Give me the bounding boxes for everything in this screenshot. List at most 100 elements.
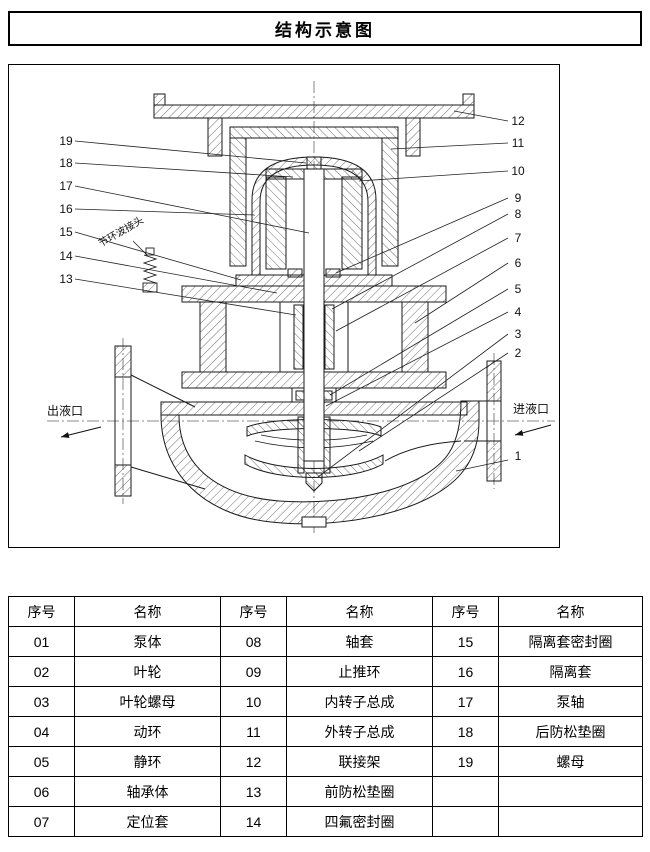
table-header-cell: 序号 bbox=[8, 596, 75, 627]
part-no: 04 bbox=[8, 716, 75, 747]
fitting-label: 节环波接头 bbox=[96, 213, 146, 249]
callout-15: 15 bbox=[59, 225, 73, 239]
outer-rotor bbox=[229, 126, 399, 267]
table-header-cell: 序号 bbox=[432, 596, 499, 627]
part-name bbox=[498, 776, 643, 807]
part-no: 15 bbox=[432, 626, 499, 657]
inlet-arrow-icon bbox=[514, 424, 552, 436]
shaft-nut bbox=[306, 156, 322, 170]
part-name: 隔离套 bbox=[498, 656, 643, 687]
part-no: 05 bbox=[8, 746, 75, 777]
table-header-cell: 名称 bbox=[286, 596, 433, 627]
part-name: 泵体 bbox=[74, 626, 221, 657]
callout-17: 17 bbox=[59, 179, 73, 193]
part-no: 11 bbox=[220, 716, 287, 747]
volute-casing bbox=[160, 400, 480, 528]
part-no: 18 bbox=[432, 716, 499, 747]
page-title: 结构示意图 bbox=[275, 21, 375, 40]
part-name: 轴套 bbox=[286, 626, 433, 657]
outlet-arrow-icon bbox=[60, 426, 102, 438]
part-name: 前防松垫圈 bbox=[286, 776, 433, 807]
part-name bbox=[498, 806, 643, 837]
table-header-cell: 名称 bbox=[498, 596, 643, 627]
part-no: 06 bbox=[8, 776, 75, 807]
threaded-fitting bbox=[142, 247, 158, 293]
callout-16: 16 bbox=[59, 202, 73, 216]
part-name: 隔离套密封圈 bbox=[498, 626, 643, 657]
part-name: 静环 bbox=[74, 746, 221, 777]
pump-body-parts bbox=[114, 93, 502, 528]
part-name: 外转子总成 bbox=[286, 716, 433, 747]
callout-8: 8 bbox=[515, 207, 522, 221]
pump-shaft bbox=[303, 168, 325, 462]
callout-5: 5 bbox=[515, 282, 522, 296]
callout-7: 7 bbox=[515, 231, 522, 245]
callout-4: 4 bbox=[515, 305, 522, 319]
callout-13: 13 bbox=[59, 272, 73, 286]
part-no: 13 bbox=[220, 776, 287, 807]
connecting-frame bbox=[153, 93, 475, 157]
table-header-cell: 名称 bbox=[74, 596, 221, 627]
thrust-ring bbox=[287, 268, 341, 278]
callout-11: 11 bbox=[512, 136, 525, 150]
part-name: 联接架 bbox=[286, 746, 433, 777]
part-no: 17 bbox=[432, 686, 499, 717]
callout-3: 3 bbox=[515, 327, 522, 341]
part-no bbox=[432, 776, 499, 807]
part-name: 轴承体 bbox=[74, 776, 221, 807]
callout-14: 14 bbox=[59, 249, 73, 263]
part-no: 03 bbox=[8, 686, 75, 717]
table-header-row: 序号 名称 序号 名称 序号 名称 bbox=[8, 596, 643, 627]
impeller-nut bbox=[305, 472, 323, 492]
part-name: 定位套 bbox=[74, 806, 221, 837]
part-no: 09 bbox=[220, 656, 287, 687]
inlet-label: 进液口 bbox=[513, 401, 549, 416]
part-name: 止推环 bbox=[286, 656, 433, 687]
part-no: 02 bbox=[8, 656, 75, 687]
callout-6: 6 bbox=[515, 256, 522, 270]
part-no: 16 bbox=[432, 656, 499, 687]
callouts-right: 12 11 10 9 8 7 6 5 4 3 2 1 bbox=[511, 114, 525, 463]
part-no: 14 bbox=[220, 806, 287, 837]
pump-cross-section-drawing: 19 18 17 16 15 14 13 12 11 10 9 8 7 6 5 … bbox=[47, 81, 555, 535]
outlet-label: 出液口 bbox=[47, 403, 83, 418]
part-no: 10 bbox=[220, 686, 287, 717]
callouts-left: 19 18 17 16 15 14 13 bbox=[59, 134, 73, 286]
outlet-flange bbox=[114, 345, 206, 497]
table-header-cell: 序号 bbox=[220, 596, 287, 627]
callout-19: 19 bbox=[59, 134, 73, 148]
title-box: 结构示意图 bbox=[8, 11, 642, 46]
part-name: 四氟密封圈 bbox=[286, 806, 433, 837]
callout-12: 12 bbox=[511, 114, 525, 128]
callout-9: 9 bbox=[515, 191, 522, 205]
part-name: 叶轮 bbox=[74, 656, 221, 687]
part-name: 内转子总成 bbox=[286, 686, 433, 717]
callout-10: 10 bbox=[511, 164, 525, 178]
part-name: 泵轴 bbox=[498, 686, 643, 717]
part-no: 08 bbox=[220, 626, 287, 657]
part-name: 后防松垫圈 bbox=[498, 716, 643, 747]
part-name: 螺母 bbox=[498, 746, 643, 777]
part-name: 叶轮螺母 bbox=[74, 686, 221, 717]
callout-1: 1 bbox=[515, 449, 522, 463]
leader-lines bbox=[74, 110, 509, 478]
part-no: 01 bbox=[8, 626, 75, 657]
diagram-box: 19 18 17 16 15 14 13 12 11 10 9 8 7 6 5 … bbox=[8, 64, 560, 548]
part-no bbox=[432, 806, 499, 837]
part-name: 动环 bbox=[74, 716, 221, 747]
part-no: 19 bbox=[432, 746, 499, 777]
part-no: 12 bbox=[220, 746, 287, 777]
part-no: 07 bbox=[8, 806, 75, 837]
inlet-flange bbox=[461, 360, 502, 482]
callout-2: 2 bbox=[515, 346, 522, 360]
